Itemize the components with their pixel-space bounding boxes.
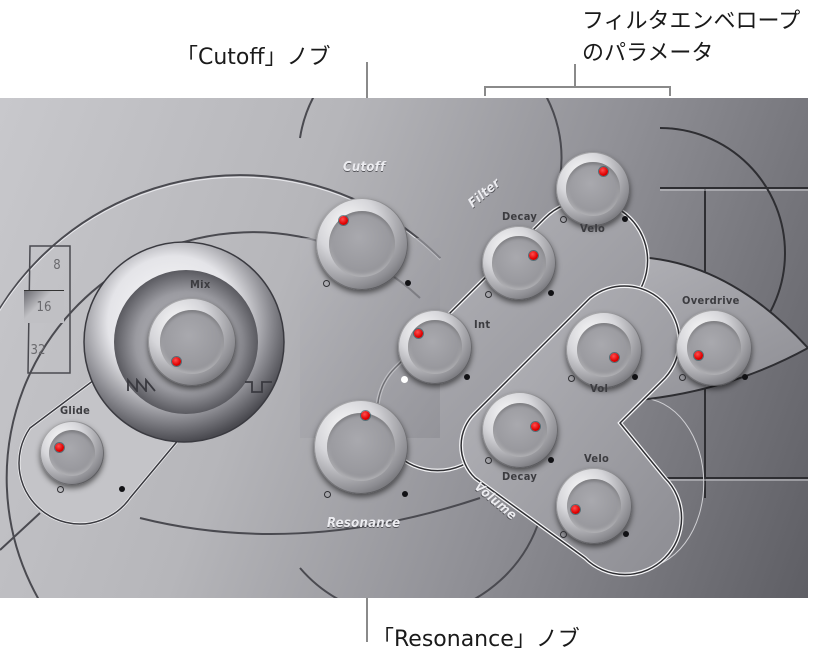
volume-vol-max-mark xyxy=(632,374,638,380)
cutoff-knob[interactable] xyxy=(316,198,408,290)
callout-bracket-left-tick xyxy=(484,86,486,96)
resonance-label: Resonance xyxy=(327,516,401,531)
filter-decay-label: Decay xyxy=(502,210,538,223)
callout-filter-envelope-bracket xyxy=(484,86,671,88)
resonance-indicator xyxy=(361,410,371,420)
volume-vol-min-mark xyxy=(568,375,575,382)
volume-decay-knob-cap xyxy=(492,402,548,458)
octave-option-16[interactable]: 16 xyxy=(24,290,64,323)
volume-vol-label: Vol xyxy=(590,382,609,395)
filter-velo-min-mark xyxy=(560,216,567,223)
volume-decay-label: Decay xyxy=(502,470,538,483)
filter-int-min-mark xyxy=(401,376,408,383)
overdrive-knob-cap xyxy=(686,320,742,376)
callout-filter-envelope-line1: フィルタエンベロープ xyxy=(582,9,801,34)
filter-int-max-mark xyxy=(464,374,470,380)
volume-decay-max-mark xyxy=(548,457,554,463)
overdrive-label: Overdrive xyxy=(682,294,740,307)
resonance-knob[interactable] xyxy=(314,400,408,494)
cutoff-label: Cutoff xyxy=(343,160,386,175)
callout-filter-envelope-line2: のパラメータ xyxy=(582,41,714,66)
glide-max-mark xyxy=(119,486,125,492)
volume-decay-indicator xyxy=(530,422,540,432)
volume-vol-indicator xyxy=(610,353,620,363)
glide-label: Glide xyxy=(60,404,91,417)
cutoff-min-mark xyxy=(323,280,330,287)
volume-velo-max-mark xyxy=(623,531,629,537)
mix-indicator xyxy=(171,356,181,366)
filter-decay-knob[interactable] xyxy=(482,226,556,300)
resonance-min-mark xyxy=(324,491,331,498)
filter-velo-max-mark xyxy=(622,216,628,222)
filter-decay-max-mark xyxy=(548,290,554,296)
callout-bracket-right-tick xyxy=(669,86,671,96)
glide-knob[interactable] xyxy=(40,421,104,485)
glide-knob-cap xyxy=(48,429,96,477)
glide-min-mark xyxy=(57,486,64,493)
mix-label: Mix xyxy=(190,278,211,291)
filter-velo-label: Velo xyxy=(580,222,606,235)
filter-decay-knob-cap xyxy=(492,236,546,290)
mix-knob[interactable] xyxy=(148,298,236,386)
callout-filter-envelope-leader xyxy=(574,64,576,88)
cutoff-max-mark xyxy=(405,280,411,286)
filter-decay-min-mark xyxy=(485,291,492,298)
synth-panel: 8 16 32 Mix Glide Cutoff Resonance Filte… xyxy=(0,98,808,598)
filter-int-label: Int xyxy=(474,318,491,331)
octave-option-8[interactable]: 8 xyxy=(53,257,61,273)
volume-decay-knob[interactable] xyxy=(482,392,558,468)
callout-cutoff-knob: 「Cutoff」ノブ xyxy=(176,45,331,70)
overdrive-min-mark xyxy=(679,374,686,381)
glide-indicator xyxy=(54,443,64,453)
volume-velo-knob[interactable] xyxy=(556,468,632,544)
filter-decay-indicator xyxy=(529,251,539,261)
cutoff-indicator xyxy=(339,215,349,225)
filter-velo-knob[interactable] xyxy=(556,152,630,226)
volume-velo-indicator xyxy=(571,504,581,514)
volume-velo-min-mark xyxy=(560,531,567,538)
filter-int-indicator xyxy=(414,329,424,339)
overdrive-knob[interactable] xyxy=(676,310,752,386)
volume-vol-knob[interactable] xyxy=(566,312,642,388)
overdrive-indicator xyxy=(694,351,704,361)
resonance-max-mark xyxy=(402,491,408,497)
sawtooth-wave-icon xyxy=(127,378,156,392)
filter-velo-knob-cap xyxy=(566,162,620,216)
octave-option-32[interactable]: 32 xyxy=(30,342,46,358)
square-wave-icon xyxy=(245,381,272,393)
filter-int-knob[interactable] xyxy=(398,310,472,384)
volume-decay-min-mark xyxy=(485,457,492,464)
volume-velo-label: Velo xyxy=(584,452,610,465)
overdrive-max-mark xyxy=(742,374,748,380)
volume-vol-knob-cap xyxy=(576,322,632,378)
mix-knob-cap xyxy=(160,310,224,374)
filter-velo-indicator xyxy=(598,166,608,176)
resonance-knob-cap xyxy=(327,413,395,481)
callout-resonance-knob: 「Resonance」ノブ xyxy=(372,627,580,652)
